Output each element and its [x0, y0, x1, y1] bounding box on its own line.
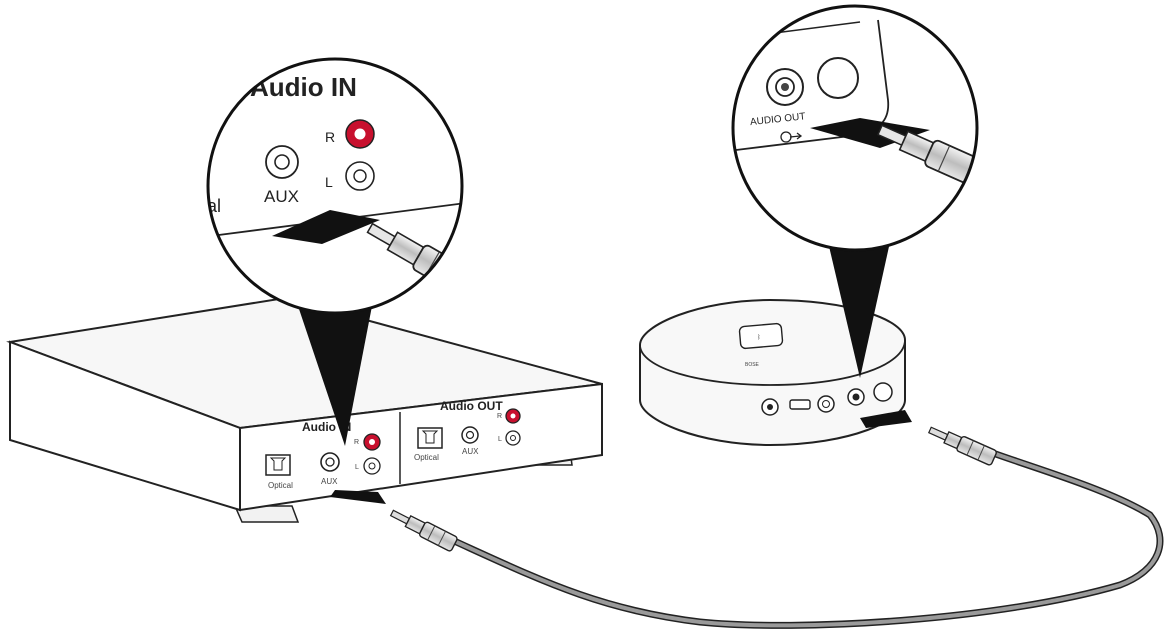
zoom-r-label: R [325, 129, 335, 145]
right-plug [927, 426, 997, 466]
receiver-insert-arrow [330, 490, 386, 504]
bluetooth-adapter: ᛒ BOSE [639, 298, 906, 447]
audio-out-label: Audio OUT [440, 399, 503, 413]
left-plug [389, 509, 458, 552]
rca-in-right-port[interactable] [363, 433, 381, 451]
zoom-rca-left-port [345, 161, 375, 191]
rca-out-r-label: R [497, 413, 502, 420]
zoom-audio-out-port [766, 68, 804, 106]
usb-port[interactable] [789, 399, 811, 410]
zoom-left-arrow [272, 210, 380, 244]
rca-out-left-port[interactable] [505, 430, 521, 446]
receiver-foot-front [233, 505, 300, 523]
right-callout-pointer [828, 242, 890, 378]
rca-in-r-label: R [354, 439, 359, 446]
optical-in-label: Optical [268, 481, 293, 490]
optical-in-port[interactable] [265, 454, 291, 476]
pairing-button[interactable] [738, 322, 784, 350]
button-symbol: ᛒ [757, 334, 761, 341]
zoom-right-plug [876, 124, 977, 193]
rca-out-l-label: L [498, 436, 502, 443]
zoom-rca-right-port [345, 119, 375, 149]
right-zoom-callout: AUDIO OUT [731, 4, 979, 378]
aux-out-port[interactable] [461, 426, 479, 444]
optical-out-port[interactable] [417, 427, 443, 449]
zoom-l-label: L [325, 174, 333, 190]
left-callout-pointer [298, 306, 372, 446]
adapter-insert-arrow [860, 410, 912, 428]
optical-out-label: Optical [414, 453, 439, 462]
power-port[interactable] [761, 398, 779, 416]
rca-in-left-port[interactable] [363, 457, 381, 475]
aux-cable [448, 448, 1164, 629]
rca-in-l-label: L [355, 464, 359, 471]
aux-in-label: AUX [321, 477, 338, 486]
zoom-aux-label: AUX [264, 187, 299, 206]
audio-out-adapter-port[interactable] [847, 388, 865, 406]
zoom-audio-in-label: Audio IN [250, 72, 357, 102]
zoom-aux-port [265, 145, 299, 179]
zoom-out-symbol-icon [780, 131, 803, 143]
rca-out-right-port[interactable] [505, 408, 521, 424]
optical-out-adapter-port[interactable] [817, 395, 835, 413]
aux-out-label: AUX [462, 447, 479, 456]
auxiliary-port[interactable] [873, 382, 893, 402]
brand-label: BOSE [745, 362, 760, 368]
left-zoom-callout: Audio IN cal AUX R L [206, 57, 464, 446]
zoom-aux-port-right [817, 57, 859, 99]
stereo-receiver: Audio IN Audio OUT Optical AUX R L Optic… [6, 296, 603, 523]
aux-in-port[interactable] [320, 452, 340, 472]
